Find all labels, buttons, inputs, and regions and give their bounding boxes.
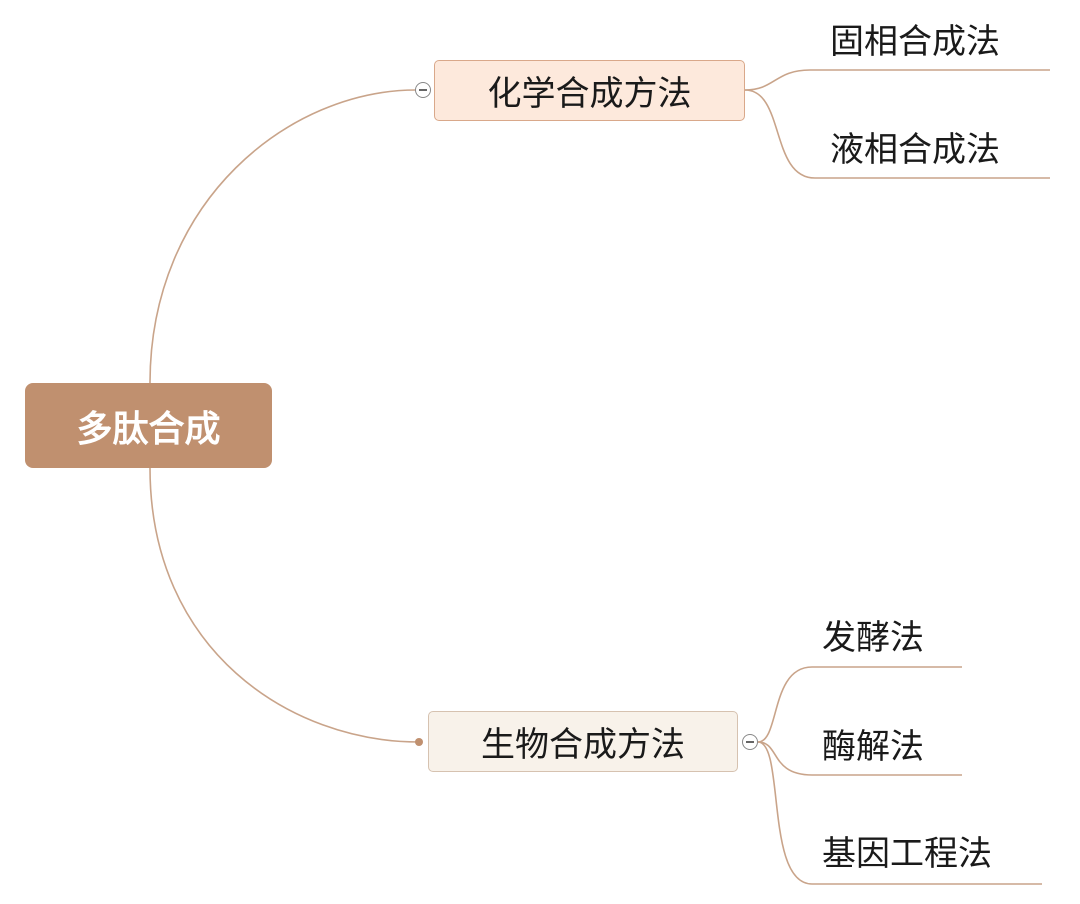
branch-label: 生物合成方法: [481, 725, 685, 765]
branch-label: 化学合成方法: [487, 74, 692, 114]
connector-chem-leaf-1: [744, 69, 1050, 91]
connector-chem-leaf-2: [744, 89, 1050, 179]
connector-bio-leaf-2: [757, 741, 962, 776]
connector-root-chem: [149, 89, 417, 384]
connector-dot: [415, 738, 423, 746]
leaf-node[interactable]: 基因工程法: [822, 834, 992, 874]
connector-root-bio: [149, 467, 420, 743]
leaf-node[interactable]: 固相合成法: [830, 22, 1000, 62]
collapse-toggle-icon[interactable]: [415, 82, 431, 98]
collapse-toggle-icon[interactable]: [742, 734, 758, 750]
leaf-node[interactable]: 液相合成法: [830, 130, 1000, 170]
leaf-node[interactable]: 发酵法: [822, 618, 924, 658]
connector-bio-leaf-3: [757, 741, 1042, 885]
root-label: 多肽合成: [76, 408, 221, 450]
branch-node-biological[interactable]: 生物合成方法: [428, 711, 738, 772]
root-node[interactable]: 多肽合成: [25, 383, 272, 468]
connector-bio-leaf-1: [757, 666, 962, 743]
branch-node-chemical[interactable]: 化学合成方法: [434, 60, 745, 121]
leaf-node[interactable]: 酶解法: [822, 727, 924, 767]
